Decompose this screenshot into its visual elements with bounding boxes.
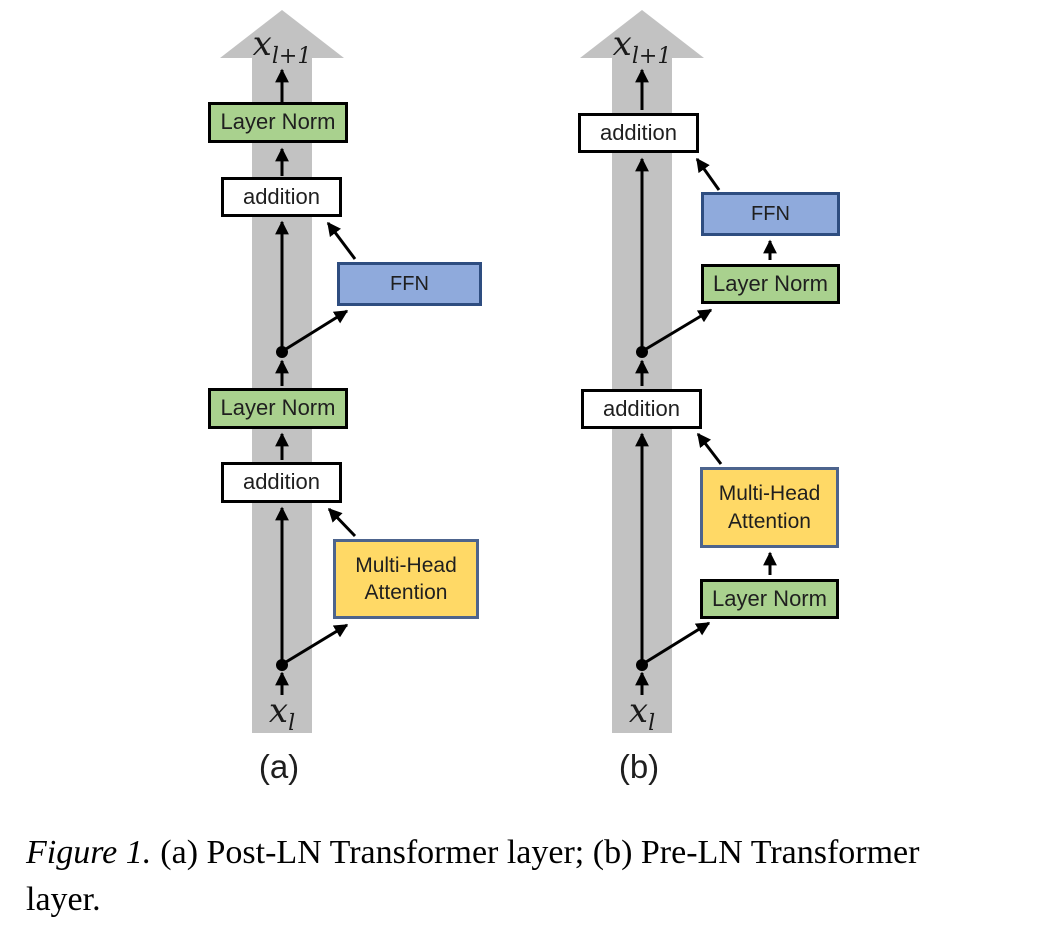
ffn-box-b: FFN (701, 192, 840, 236)
output-sub-a: l+1 (271, 43, 312, 69)
addition-box-b-top: addition (578, 113, 699, 153)
output-label-b: xl+1 (592, 24, 692, 67)
input-var-a: x (268, 691, 289, 731)
addition-box-b-mid: addition (581, 389, 702, 429)
branch-arrow-b-attention-to-addition (696, 432, 723, 465)
output-sub-b: l+1 (631, 43, 672, 69)
output-var-a: x (252, 24, 272, 64)
input-sub-b: l (648, 710, 656, 736)
output-label-a: xl+1 (232, 24, 332, 67)
caption-text: (a) Post-LN Transformer layer; (b) Pre-L… (26, 834, 920, 918)
branch-dot-a-lower (276, 659, 288, 671)
addition-box-a-bottom: addition (221, 462, 342, 503)
branch-arrow-b-to-layernorm-mid (645, 308, 713, 351)
branch-dot-b-lower (636, 659, 648, 671)
layer-norm-box-a-top: Layer Norm (208, 102, 348, 143)
layer-norm-box-b-bottom: Layer Norm (700, 579, 839, 619)
branch-arrow-a-to-ffn (285, 309, 349, 351)
multi-head-attention-box-b: Multi-Head Attention (700, 467, 839, 548)
caption-figure-number: Figure 1. (26, 834, 152, 871)
input-sub-a: l (288, 710, 296, 736)
figure-caption: Figure 1.(a) Post-LN Transformer layer; … (26, 830, 986, 924)
output-var-b: x (612, 24, 632, 64)
branch-dot-b-upper (636, 346, 648, 358)
panel-label-b: (b) (618, 748, 660, 785)
ffn-box-a: FFN (337, 262, 482, 306)
diagram-canvas (220, 10, 777, 733)
layer-norm-box-b-mid: Layer Norm (701, 264, 840, 304)
panel-label-a: (a) (258, 748, 300, 785)
branch-arrow-b-to-layernorm-bottom (645, 621, 711, 664)
branch-arrow-a-ffn-to-addition (326, 221, 357, 260)
residual-stream-arrowhead-b (580, 10, 704, 58)
layer-norm-box-a-mid: Layer Norm (208, 388, 348, 429)
addition-box-a-top: addition (221, 177, 342, 217)
branch-arrow-b-ffn-to-addition (695, 157, 721, 191)
branch-dot-a-upper (276, 346, 288, 358)
input-label-a: xl (242, 691, 322, 734)
input-var-b: x (628, 691, 649, 731)
residual-stream-arrowhead-a (220, 10, 344, 58)
branch-arrow-a-attention-to-addition (327, 507, 357, 538)
input-label-b: xl (602, 691, 682, 734)
branch-arrow-a-to-attention (285, 623, 349, 664)
multi-head-attention-box-a: Multi-Head Attention (333, 539, 479, 619)
